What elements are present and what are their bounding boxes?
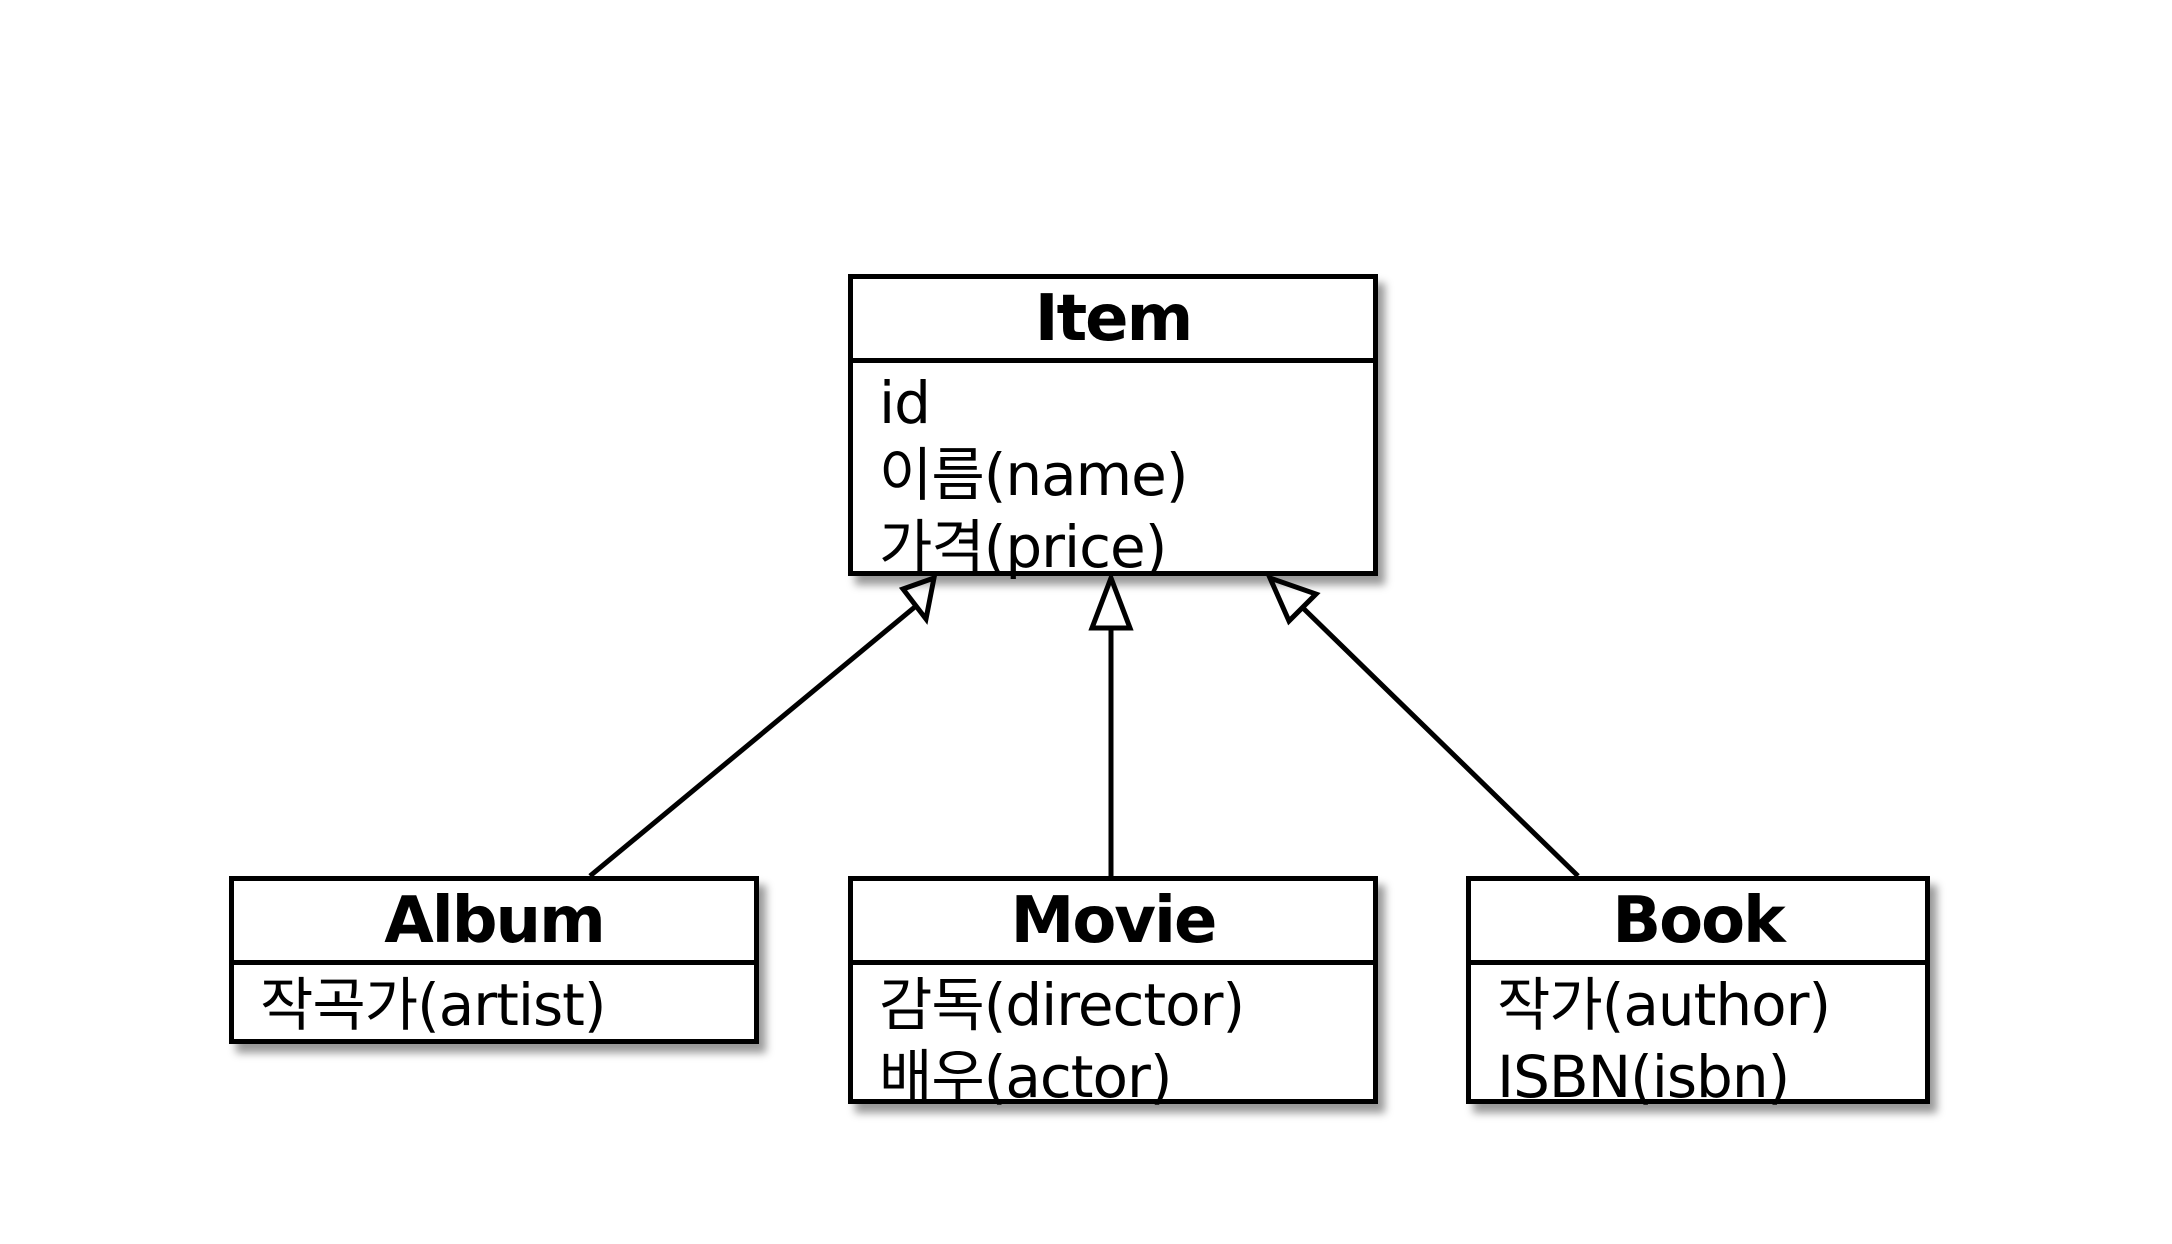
class-album-name: Album	[234, 881, 754, 965]
book-generalization-arrowhead	[1265, 573, 1321, 626]
class-book-name: Book	[1471, 881, 1925, 965]
class-album: Album 작곡가(artist)	[229, 876, 759, 1044]
attribute-price: 가격(price)	[879, 513, 1167, 581]
attribute-name: 이름(name)	[879, 441, 1188, 509]
album-to-item-line	[588, 604, 918, 878]
attribute-director: 감독(director)	[879, 971, 1245, 1039]
attribute-isbn: ISBN(isbn)	[1497, 1043, 1790, 1111]
attribute-artist: 작곡가(artist)	[260, 971, 607, 1039]
book-to-item-line	[1301, 606, 1580, 878]
class-item-attributes: id 이름(name) 가격(price)	[853, 363, 1373, 583]
class-item: Item id 이름(name) 가격(price)	[848, 274, 1378, 581]
album-generalization-arrowhead	[898, 574, 938, 625]
attribute-author: 작가(author)	[1497, 971, 1831, 1039]
class-album-attributes: 작곡가(artist)	[234, 965, 754, 1041]
class-item-name: Item	[853, 279, 1373, 363]
class-movie: Movie 감독(director) 배우(actor)	[848, 876, 1378, 1111]
class-book: Book 작가(author) ISBN(isbn)	[1466, 876, 1930, 1111]
attribute-id: id	[879, 369, 931, 437]
class-movie-attributes: 감독(director) 배우(actor)	[853, 965, 1373, 1113]
attribute-actor: 배우(actor)	[879, 1043, 1172, 1111]
class-book-attributes: 작가(author) ISBN(isbn)	[1471, 965, 1925, 1113]
movie-generalization-arrowhead	[1088, 570, 1134, 631]
class-movie-name: Movie	[853, 881, 1373, 965]
